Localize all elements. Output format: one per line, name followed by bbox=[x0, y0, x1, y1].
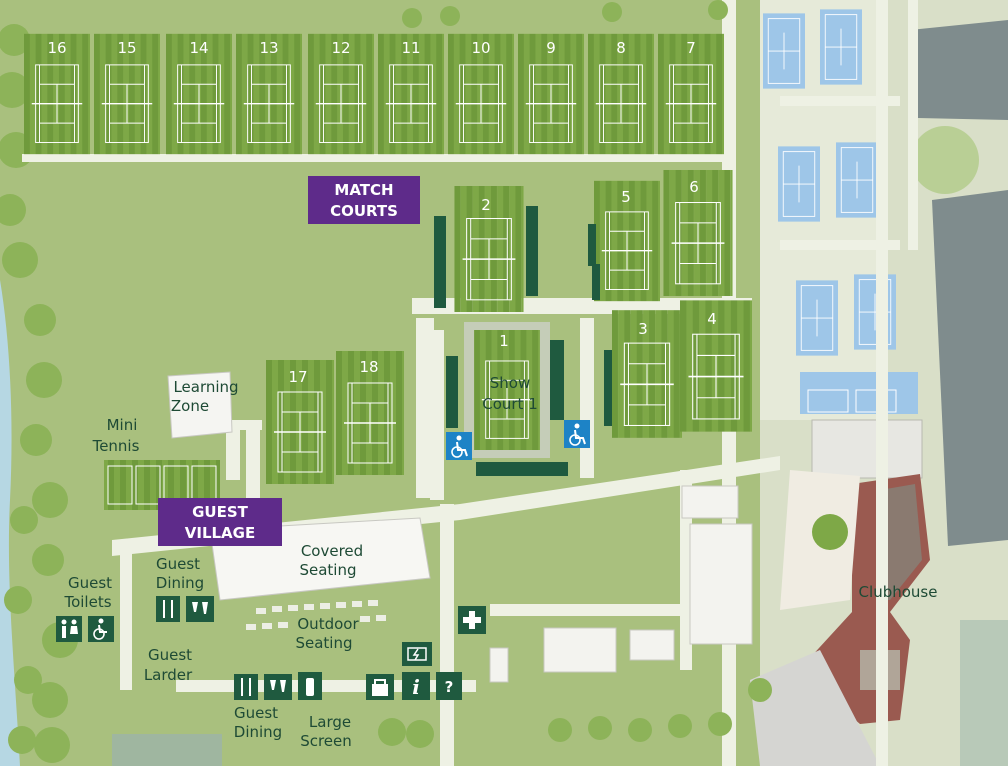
wheelchair-icon bbox=[564, 420, 590, 448]
show-court-1-label: Court 1 bbox=[482, 395, 538, 413]
svg-text:i: i bbox=[412, 675, 420, 699]
court-number: 1 bbox=[499, 332, 509, 350]
tag-line: MATCH bbox=[334, 181, 393, 199]
court-number: 16 bbox=[47, 39, 66, 57]
drinks-icon bbox=[186, 596, 214, 622]
court-number: 3 bbox=[638, 320, 648, 338]
learning-zone-label: Learning bbox=[173, 378, 238, 396]
court-number: 17 bbox=[288, 368, 307, 386]
learning-zone-tent bbox=[167, 371, 233, 439]
building bbox=[910, 20, 1008, 120]
river bbox=[0, 280, 20, 766]
guest-toilets-label: Guest bbox=[68, 574, 112, 592]
court-number: 10 bbox=[471, 39, 490, 57]
court-number: 2 bbox=[481, 196, 491, 214]
svg-text:?: ? bbox=[445, 678, 454, 696]
large-screen-label: Screen bbox=[300, 732, 352, 750]
outdoor-seating-label: Seating bbox=[295, 634, 352, 652]
guest-dining-label: Guest bbox=[156, 555, 200, 573]
mini-tennis-label: Mini bbox=[107, 416, 138, 434]
large-screen-label: Large bbox=[309, 713, 351, 731]
cutlery-icon bbox=[156, 596, 180, 622]
marquee bbox=[689, 523, 753, 645]
locker-icon bbox=[366, 674, 394, 700]
court-number: 12 bbox=[331, 39, 350, 57]
outdoor-seating-tables bbox=[246, 600, 386, 630]
court-number: 15 bbox=[117, 39, 136, 57]
court-number: 4 bbox=[707, 310, 717, 328]
clubhouse-label: Clubhouse bbox=[859, 583, 938, 601]
mini-tennis-label: Tennis bbox=[92, 437, 140, 455]
first-aid-icon bbox=[458, 606, 486, 634]
guest-village-tag: GUEST VILLAGE bbox=[158, 498, 282, 546]
outdoor-seating-label: Outdoor bbox=[297, 615, 359, 633]
guest-larder-label: Guest bbox=[148, 646, 192, 664]
court-number: 14 bbox=[189, 39, 208, 57]
toilets-icon bbox=[56, 616, 82, 642]
stands bbox=[434, 206, 612, 476]
tag-line: VILLAGE bbox=[185, 524, 255, 542]
charging-icon bbox=[402, 642, 432, 666]
court-number: 9 bbox=[546, 39, 556, 57]
water-bottle-icon bbox=[298, 672, 322, 700]
guest-toilets-label: Toilets bbox=[63, 593, 111, 611]
guest-dining-label: Dining bbox=[156, 574, 204, 592]
info-icon: i bbox=[402, 672, 430, 700]
cutlery-icon bbox=[234, 674, 258, 700]
court-number: 5 bbox=[621, 188, 631, 206]
drinks-icon bbox=[264, 674, 292, 700]
guest-dining-label: Dining bbox=[234, 723, 282, 741]
tree-line bbox=[0, 24, 78, 763]
guest-dining-label: Guest bbox=[234, 704, 278, 722]
match-courts-tag: MATCH COURTS bbox=[308, 176, 420, 224]
practice-courts bbox=[763, 8, 918, 414]
bottom-building bbox=[112, 734, 222, 766]
wheelchair-icon bbox=[88, 616, 114, 642]
covered-seating-label: Covered bbox=[301, 542, 363, 560]
covered-building bbox=[811, 419, 923, 479]
court-number: 18 bbox=[359, 358, 378, 376]
covered-seating-label: Seating bbox=[299, 561, 356, 579]
court-number: 11 bbox=[401, 39, 420, 57]
tag-line: GUEST bbox=[192, 503, 249, 521]
tag-line: COURTS bbox=[330, 202, 398, 220]
court-number: 6 bbox=[689, 178, 699, 196]
show-court-1-label: Show bbox=[490, 374, 530, 392]
hedges bbox=[378, 0, 772, 748]
guest-larder-label: Larder bbox=[144, 666, 193, 684]
wheelchair-icon bbox=[446, 432, 472, 460]
lost-property-icon: ? bbox=[436, 672, 462, 700]
learning-zone-label: Zone bbox=[171, 397, 209, 415]
court-number: 8 bbox=[616, 39, 626, 57]
building bbox=[932, 190, 1008, 546]
court-number: 7 bbox=[686, 39, 696, 57]
court-number: 13 bbox=[259, 39, 278, 57]
